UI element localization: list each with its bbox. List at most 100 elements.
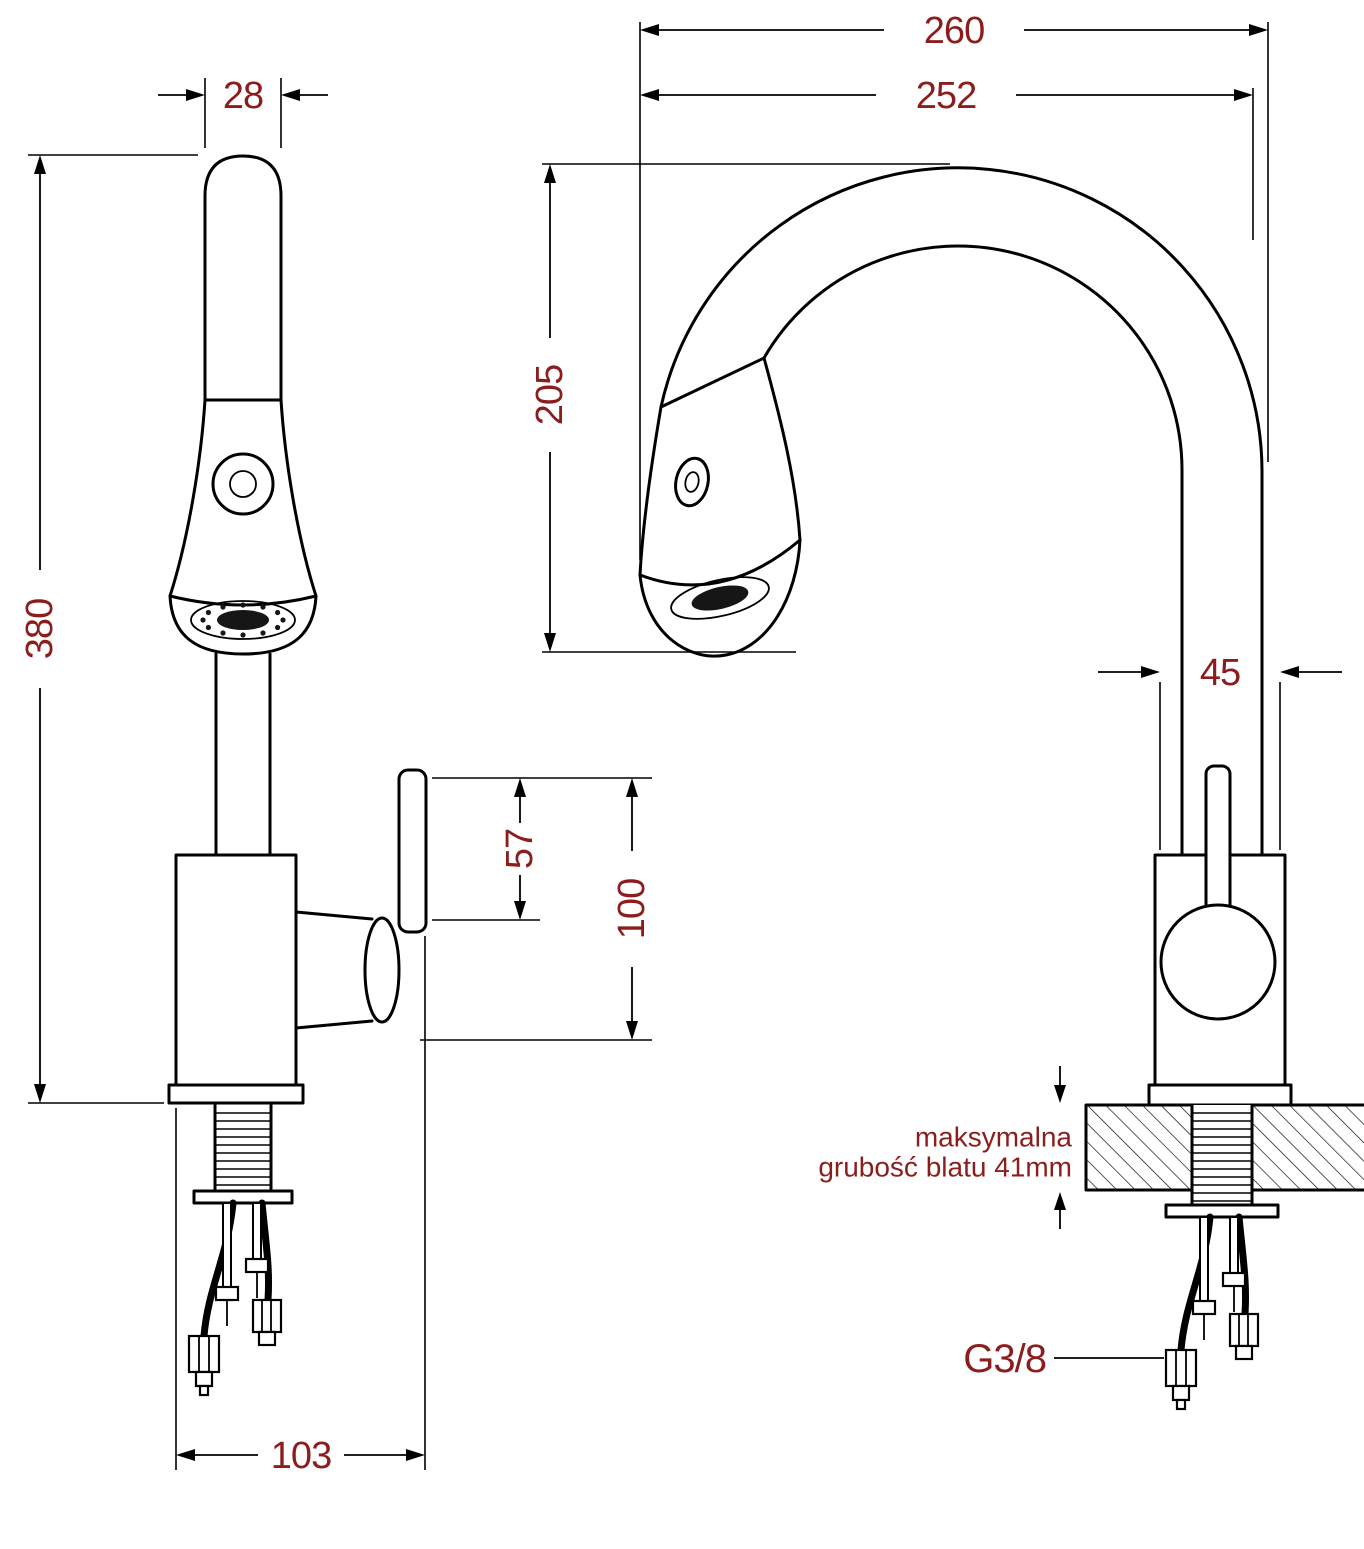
side-spout-outer bbox=[659, 166, 1264, 857]
arrow-right-icon bbox=[1249, 24, 1268, 36]
front-spray-button bbox=[211, 452, 275, 516]
front-body bbox=[174, 853, 298, 1087]
dimension-reach-260: 260 bbox=[639, 10, 1269, 560]
front-shank bbox=[213, 1101, 273, 1193]
arrow-right-icon bbox=[186, 89, 205, 101]
arrow-up-icon bbox=[514, 778, 526, 797]
countertop-thickness-note: maksymalna grubość blatu 41mm bbox=[818, 1066, 1072, 1229]
side-spray-face bbox=[638, 538, 802, 658]
side-head-joint bbox=[659, 356, 766, 409]
front-hose-left-facets bbox=[198, 1336, 210, 1372]
front-shank-threads bbox=[215, 1112, 271, 1186]
arrow-down-icon bbox=[34, 1084, 46, 1103]
dimension-handle-100: 100 bbox=[420, 778, 653, 1041]
dimension-height-205: 205 bbox=[529, 163, 950, 653]
arrow-up-icon bbox=[34, 155, 46, 174]
front-aerator-dots bbox=[200, 602, 286, 638]
front-valve-cylinder bbox=[294, 910, 374, 1030]
dim-label-handle-depth: 100 bbox=[611, 879, 653, 939]
front-stud-left-nut bbox=[214, 1285, 240, 1302]
front-riser-pipe bbox=[214, 652, 272, 857]
side-stud-left-nut bbox=[1191, 1299, 1217, 1316]
front-spray-cone bbox=[168, 398, 318, 598]
front-view bbox=[167, 154, 428, 1397]
front-aerator-ring bbox=[190, 600, 296, 640]
countertop-note-line2: grubość blatu 41mm bbox=[818, 1152, 1072, 1183]
side-shank-threads bbox=[1192, 1112, 1252, 1202]
side-spout-inner bbox=[762, 244, 1184, 857]
countertop-outline bbox=[1084, 1103, 1364, 1192]
front-valve-cap bbox=[363, 916, 401, 1024]
dim-label-body-width: 45 bbox=[1200, 652, 1240, 694]
side-spray-button bbox=[674, 456, 710, 508]
front-spout-tube bbox=[203, 154, 283, 402]
arrow-down-icon bbox=[626, 1021, 638, 1040]
connection-thread-callout: G3/8 bbox=[963, 1337, 1164, 1381]
front-hose-right-facets bbox=[261, 1300, 272, 1332]
side-hose-left-nub bbox=[1175, 1398, 1187, 1411]
dimension-spout-width-28: 28 bbox=[158, 75, 328, 148]
countertop-hatch-right bbox=[1252, 1106, 1364, 1189]
front-hose-left-connector bbox=[187, 1334, 221, 1374]
front-hose-left-tip bbox=[194, 1370, 214, 1388]
side-hose-right-tip bbox=[1234, 1344, 1254, 1361]
side-mounting-washer bbox=[1164, 1203, 1280, 1219]
front-spray-button-inner bbox=[229, 470, 257, 498]
countertop-hatch-left bbox=[1086, 1106, 1192, 1189]
arrow-left-icon bbox=[640, 89, 659, 101]
side-aerator-ring bbox=[670, 576, 770, 620]
arrow-down-icon bbox=[514, 901, 526, 920]
side-stud-left bbox=[1199, 1216, 1209, 1314]
front-hose-right bbox=[258, 1199, 273, 1304]
front-hose-left-nub bbox=[198, 1384, 210, 1397]
arrow-right-icon bbox=[406, 1449, 425, 1461]
countertop-note-line1: maksymalna bbox=[915, 1122, 1073, 1153]
dim-label-spout-height: 205 bbox=[529, 365, 571, 425]
dim-label-spout-width: 28 bbox=[223, 75, 263, 117]
dim-label-base-depth: 103 bbox=[271, 1435, 331, 1477]
side-mixer-knob bbox=[1159, 903, 1277, 1021]
arrow-left-icon bbox=[281, 89, 300, 101]
arrow-up-icon bbox=[1054, 1192, 1066, 1210]
side-spray-button-inner bbox=[684, 471, 700, 493]
side-hose-right-facets bbox=[1238, 1314, 1249, 1346]
dim-label-handle-height: 57 bbox=[499, 829, 541, 869]
dimension-total-height-380: 380 bbox=[19, 154, 198, 1104]
side-mounting-hardware bbox=[1164, 1213, 1260, 1411]
front-hose-right-connector bbox=[251, 1298, 283, 1334]
dim-label-spout-reach: 252 bbox=[916, 75, 976, 117]
dimension-base-103: 103 bbox=[175, 936, 426, 1477]
drawing-root: 28 380 57 100 bbox=[19, 10, 1364, 1477]
side-aerator-center bbox=[691, 585, 749, 611]
side-spray-cone bbox=[638, 356, 802, 577]
arrow-left-icon bbox=[640, 24, 659, 36]
arrow-left-icon bbox=[176, 1449, 195, 1461]
side-view bbox=[638, 166, 1364, 1411]
dimension-reach-252: 252 bbox=[640, 75, 1254, 240]
side-handle-lever bbox=[1204, 764, 1232, 918]
front-mounting-hardware bbox=[187, 1199, 283, 1397]
side-stud-right-nut bbox=[1221, 1271, 1247, 1288]
side-shank-fill bbox=[1192, 1105, 1252, 1205]
side-hose-right bbox=[1235, 1213, 1250, 1318]
front-stud-right-nut bbox=[244, 1257, 270, 1274]
dimensions: 28 380 57 100 bbox=[19, 10, 1342, 1477]
arrow-left-icon bbox=[1280, 666, 1299, 678]
connection-thread-label: G3/8 bbox=[963, 1337, 1046, 1381]
side-hose-left-tip bbox=[1171, 1384, 1191, 1402]
side-base-flange bbox=[1147, 1083, 1293, 1107]
front-aerator-center bbox=[217, 610, 269, 630]
side-hose-left-facets bbox=[1175, 1350, 1187, 1386]
arrow-down-icon bbox=[1054, 1085, 1066, 1103]
arrow-up-icon bbox=[544, 164, 556, 183]
dimension-handle-57: 57 bbox=[432, 777, 652, 921]
front-mounting-washer bbox=[192, 1189, 294, 1205]
dim-label-total-reach: 260 bbox=[924, 10, 984, 52]
front-stud-left bbox=[222, 1202, 232, 1300]
arrow-right-icon bbox=[1234, 89, 1253, 101]
side-hose-left-connector bbox=[1164, 1348, 1198, 1388]
side-hose-right-connector bbox=[1228, 1312, 1260, 1348]
arrow-right-icon bbox=[1141, 666, 1160, 678]
dimension-body-45: 45 bbox=[1098, 652, 1342, 850]
